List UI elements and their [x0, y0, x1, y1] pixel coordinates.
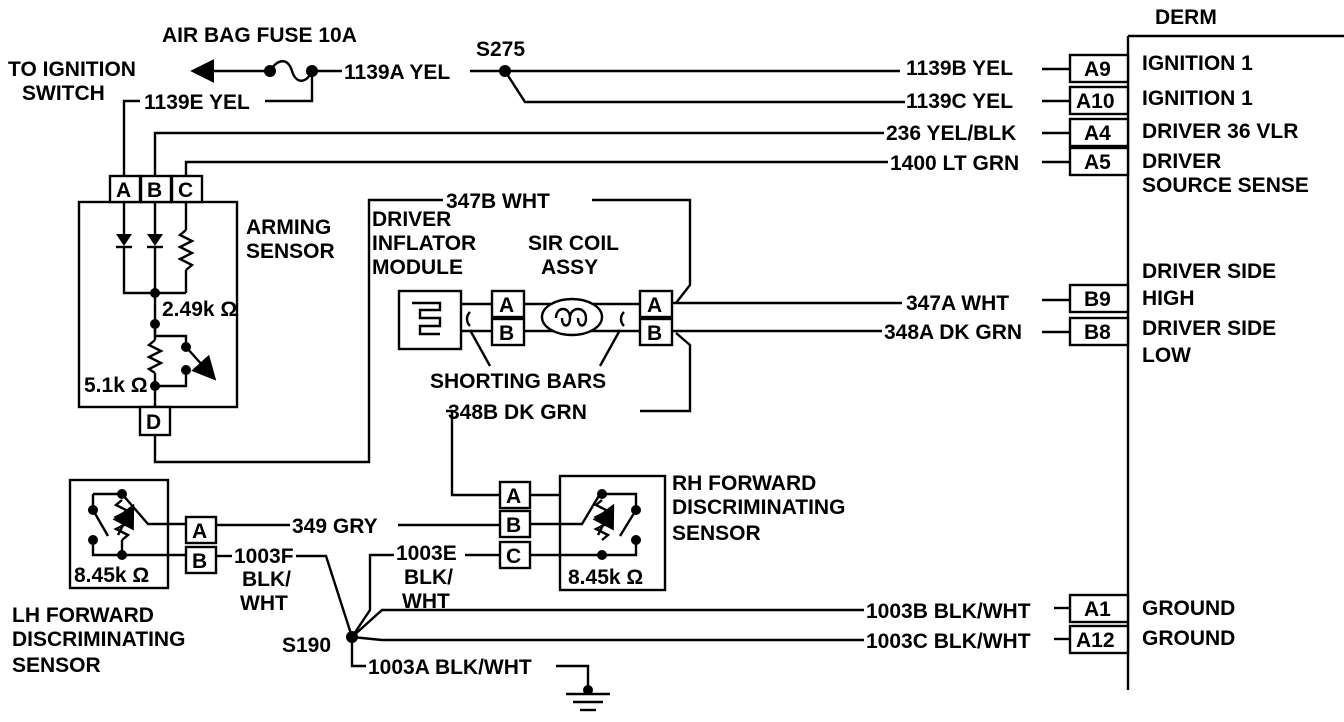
- lh-forward-sensor: 8.45k Ω A B LH FORWARD DISCRIMINATING SE…: [12, 478, 218, 677]
- wire-1003b-label: 1003B BLK/WHT: [866, 600, 1031, 623]
- fuse-circuit: AIR BAG FUSE 10A TO IGNITION SWITCH 1139…: [8, 24, 1070, 176]
- derm-pin-b9: B9: [1084, 288, 1111, 311]
- wire-1139c-label: 1139C YEL: [906, 90, 1013, 113]
- derm-pin-b8: B8: [1084, 321, 1111, 344]
- shorting-bars-label: SHORTING BARS: [430, 370, 606, 393]
- arming-r-upper-label: 2.49k Ω: [162, 298, 237, 321]
- wire-349-label: 349 GRY: [292, 515, 378, 538]
- wire-1003e-label-line1: 1003E: [396, 542, 457, 565]
- sir-coil-pin-b: B: [647, 322, 662, 345]
- wire-1003f-label-line3: WHT: [240, 592, 288, 615]
- derm-module: DERM A9 A10 A4 A5 B9 B8 A1 A12 IGNITION …: [1068, 6, 1344, 690]
- sir-coil-pin-a: A: [647, 294, 662, 317]
- splice-s275-label: S275: [476, 38, 525, 61]
- wire-236-label: 236 YEL/BLK: [886, 122, 1016, 145]
- arming-pin-b: B: [147, 179, 162, 202]
- wire-1003e-label-line2: BLK/: [404, 566, 453, 589]
- rh-pin-b: B: [506, 514, 521, 537]
- arming-pin-d: D: [146, 411, 161, 434]
- wire-1003c-label: 1003C BLK/WHT: [866, 630, 1031, 653]
- derm-pin-a9: A9: [1084, 58, 1111, 81]
- arming-sensor-label-line1: ARMING: [246, 216, 331, 239]
- sir-coil-label-line2: ASSY: [541, 256, 598, 279]
- derm-function-a4: DRIVER 36 VLR: [1142, 120, 1298, 143]
- derm-function-a5-line2: SOURCE SENSE: [1142, 174, 1309, 197]
- derm-function-a12: GROUND: [1142, 627, 1235, 650]
- rh-sensor-label-line1: RH FORWARD: [672, 472, 816, 495]
- derm-function-a9: IGNITION 1: [1142, 52, 1253, 75]
- fuse-icon: [268, 60, 314, 82]
- derm-function-a1: GROUND: [1142, 597, 1235, 620]
- inflator-label-line3: MODULE: [372, 256, 463, 279]
- ignition-label-line1: TO IGNITION: [8, 58, 136, 81]
- wire-1139b-label: 1139B YEL: [906, 57, 1013, 80]
- splice-s190-label: S190: [282, 634, 331, 657]
- resistor-icon: [146, 339, 164, 374]
- derm-function-a10: IGNITION 1: [1142, 87, 1253, 110]
- diode-icon: [116, 234, 132, 246]
- arming-r-lower-label: 5.1k Ω: [84, 374, 148, 397]
- lh-pin-a: A: [192, 520, 207, 543]
- rh-forward-sensor: A B C 8.45k Ω RH FORWARD DISCRIMINATING …: [498, 472, 845, 592]
- wire-1003e-label-line3: WHT: [402, 590, 450, 613]
- derm-pin-a12: A12: [1076, 629, 1115, 652]
- derm-pin-a1: A1: [1084, 598, 1111, 621]
- rh-pin-c: C: [506, 545, 521, 568]
- lh-pin-b: B: [192, 550, 207, 573]
- derm-function-b9-line2: HIGH: [1142, 287, 1195, 310]
- wire-348b-label: 348B DK GRN: [448, 401, 587, 424]
- wire-347a-label: 347A WHT: [906, 292, 1009, 315]
- arming-pin-c: C: [178, 179, 193, 202]
- switch-icon: [185, 346, 217, 381]
- wire-1003f-label-line1: 1003F: [234, 545, 294, 568]
- arming-pin-a: A: [116, 179, 131, 202]
- wire-1139a-label: 1139A YEL: [344, 61, 450, 84]
- ignition-label-line2: SWITCH: [22, 82, 105, 105]
- derm-pin-a5: A5: [1084, 151, 1111, 174]
- wire-348a-label: 348A DK GRN: [884, 321, 1022, 344]
- inflator-icon: [412, 301, 442, 336]
- diode-icon: [147, 234, 163, 246]
- derm-pin-a4: A4: [1084, 122, 1111, 145]
- wire-1003f-label-line2: BLK/: [242, 568, 291, 591]
- inflator-label-line2: INFLATOR: [372, 232, 476, 255]
- derm-function-b8-line2: LOW: [1142, 344, 1191, 367]
- sir-coil-label-line1: SIR COIL: [528, 232, 619, 255]
- wire-1003a-label: 1003A BLK/WHT: [368, 656, 532, 679]
- derm-title: DERM: [1155, 6, 1217, 29]
- inflator-pin-b: B: [499, 322, 514, 345]
- lh-sensor-label-line3: SENSOR: [12, 654, 101, 677]
- rh-sensor-label-line3: SENSOR: [672, 522, 761, 545]
- derm-function-b9-line1: DRIVER SIDE: [1142, 260, 1276, 283]
- ground-icon: [566, 692, 610, 712]
- lh-sensor-label-line2: DISCRIMINATING: [12, 628, 185, 651]
- rh-pin-a: A: [506, 485, 521, 508]
- inflator-label-line1: DRIVER: [372, 208, 451, 231]
- fuse-label: AIR BAG FUSE 10A: [162, 24, 357, 47]
- inflator-pin-a: A: [499, 294, 514, 317]
- derm-function-a5-line1: DRIVER: [1142, 150, 1221, 173]
- lh-sensor-label-line1: LH FORWARD: [12, 604, 154, 627]
- inflator-module: 347B WHT DRIVER INFLATOR MODULE SIR COIL…: [372, 190, 1070, 497]
- ground-circuit: 349 GRY 1003F BLK/ WHT 1003E BLK/ WHT S1…: [216, 515, 1070, 712]
- wire-347b-label: 347B WHT: [446, 190, 550, 213]
- rh-sensor-label-line2: DISCRIMINATING: [672, 496, 845, 519]
- wire-1400-label: 1400 LT GRN: [890, 152, 1019, 175]
- derm-pin-a10: A10: [1076, 90, 1115, 113]
- rh-resistance-label: 8.45k Ω: [568, 566, 643, 589]
- resistor-icon: [177, 229, 195, 271]
- wire-1139e-label: 1139E YEL: [144, 91, 250, 114]
- sir-coil-icon: [540, 297, 604, 337]
- arming-sensor: A B C D ARMING SENSOR 2.49k Ω: [77, 174, 443, 464]
- arming-sensor-label-line2: SENSOR: [246, 240, 335, 263]
- derm-function-b8-line1: DRIVER SIDE: [1142, 317, 1276, 340]
- lh-resistance-label: 8.45k Ω: [74, 564, 149, 587]
